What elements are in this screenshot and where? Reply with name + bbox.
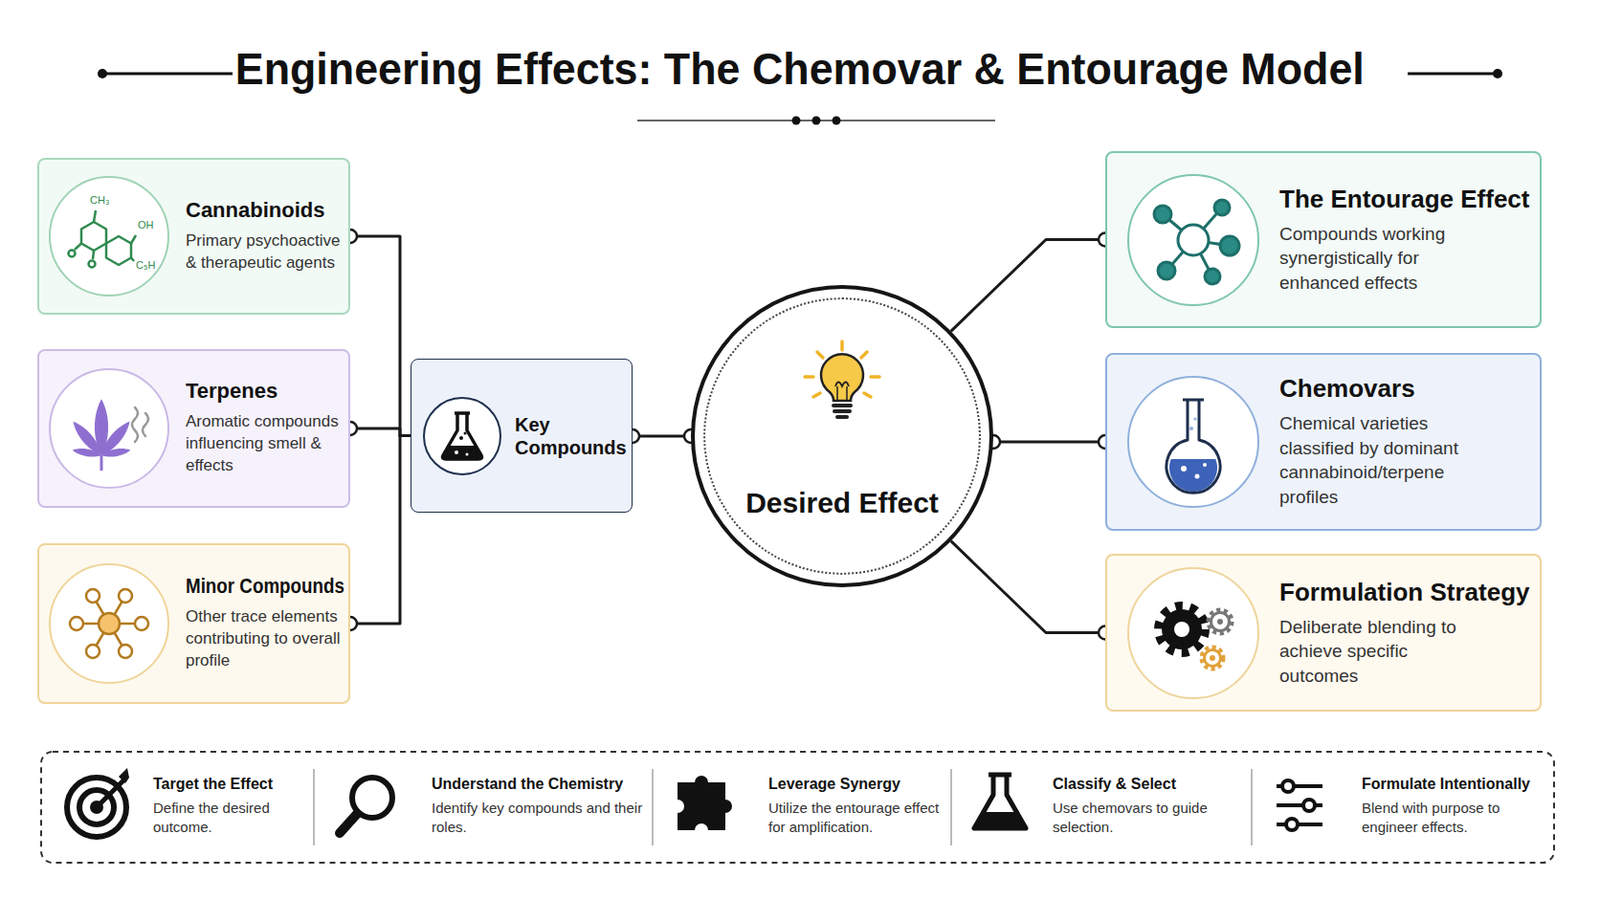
box-body: Primary psychoactive & therapeutic agent… <box>185 230 345 275</box>
text-block: TerpenesAromatic compounds influencing s… <box>185 378 345 478</box>
diagram-title: Engineering Effects: The Chemovar & Ento… <box>235 42 1365 96</box>
goal-label: Desired Effect <box>745 486 939 521</box>
connector-line <box>350 236 411 437</box>
category-box: Minor CompoundsOther trace elements cont… <box>37 543 351 705</box>
connector-line <box>993 441 1106 445</box>
step-body: Use chemovars to guide selection. <box>1052 799 1246 839</box>
minor-compound-icon <box>45 560 173 688</box>
step-heading: Understand the Chemistry <box>431 775 623 796</box>
band-separators <box>313 769 1252 846</box>
box-heading: The Entourage Effect <box>1279 183 1530 214</box>
light-bulb-icon <box>789 329 895 435</box>
box-heading: Formulation Strategy <box>1279 577 1530 607</box>
goal-circle: Desired Effect <box>690 285 994 588</box>
box-heading: Key Compounds <box>514 413 626 460</box>
text-block: CannabinoidsPrimary psychoactive & thera… <box>185 198 345 275</box>
flask-icon <box>974 775 1026 829</box>
category-box: ChemovarsChemical varieties classified b… <box>1105 353 1542 532</box>
sliders-icon <box>1276 780 1323 831</box>
entourage-molecule-icon <box>1124 171 1263 310</box>
step-body: Identify key compounds and their roles. <box>431 799 648 839</box>
puzzle-icon <box>677 776 733 831</box>
formula-label: CH₃ <box>89 194 110 207</box>
step-heading: Formulate Intentionally <box>1361 775 1531 796</box>
connector-line <box>632 435 691 439</box>
connector-line <box>951 240 1106 333</box>
step-heading: Leverage Synergy <box>768 775 901 796</box>
text-block: The Entourage EffectCompounds working sy… <box>1279 183 1533 295</box>
box-body: Compounds working synergistically for en… <box>1279 222 1489 296</box>
box-body: Aromatic compounds influencing smell & e… <box>185 412 345 479</box>
step-item: Formulate IntentionallyBlend with purpos… <box>1361 775 1550 838</box>
step-body: Blend with purpose to engineer effects. <box>1361 799 1550 839</box>
box-heading: Cannabinoids <box>185 198 325 223</box>
text-block: Key Compounds <box>514 413 626 460</box>
box-body: Other trace elements contributing to ove… <box>185 607 345 674</box>
step-body: Utilize the entourage effect for amplifi… <box>768 799 947 839</box>
magnifier-icon <box>339 777 393 834</box>
box-heading: Chemovars <box>1279 374 1416 404</box>
text-block: Minor CompoundsOther trace elements cont… <box>185 574 345 673</box>
steps-band <box>41 752 1555 864</box>
formula-label: OH <box>137 219 155 232</box>
cannabinoid-icon <box>45 173 173 300</box>
box-body: Chemical varieties classified by dominan… <box>1279 411 1489 511</box>
connector-line <box>951 541 1106 634</box>
text-block: ChemovarsChemical varieties classified b… <box>1279 374 1533 511</box>
category-box: Key Compounds <box>410 358 633 513</box>
step-item: Target the EffectDefine the desired outc… <box>153 775 309 838</box>
box-body: Deliberate blending to achieve specific … <box>1279 615 1489 689</box>
text-block: Formulation StrategyDeliberate blending … <box>1279 577 1533 689</box>
circle-text-wrap: Desired Effect <box>694 486 990 521</box>
category-box: Formulation StrategyDeliberate blending … <box>1105 554 1542 712</box>
title-wrap: Engineering Effects: The Chemovar & Ento… <box>0 42 1600 96</box>
formula-label: C₅H <box>135 259 156 272</box>
step-item: Leverage SynergyUtilize the entourage ef… <box>768 775 947 838</box>
step-heading: Target the Effect <box>153 775 273 796</box>
dotted-ring <box>703 297 981 576</box>
connector-line <box>350 436 411 625</box>
flask-icon <box>422 396 503 477</box>
terpene-leaf-icon <box>45 365 173 492</box>
chemovar-flask-icon <box>1124 373 1263 512</box>
category-box: CannabinoidsPrimary psychoactive & thera… <box>37 157 351 315</box>
gears-icon <box>1124 564 1263 703</box>
target-icon <box>66 768 130 838</box>
box-heading: Minor Compounds <box>185 574 345 600</box>
category-box: TerpenesAromatic compounds influencing s… <box>37 349 351 509</box>
step-item: Understand the ChemistryIdentify key com… <box>431 775 648 838</box>
step-body: Define the desired outcome. <box>153 799 309 839</box>
step-heading: Classify & Select <box>1052 775 1177 796</box>
category-box: The Entourage EffectCompounds working sy… <box>1105 151 1542 329</box>
step-item: Classify & SelectUse chemovars to guide … <box>1052 775 1246 838</box>
box-heading: Terpenes <box>185 378 278 404</box>
